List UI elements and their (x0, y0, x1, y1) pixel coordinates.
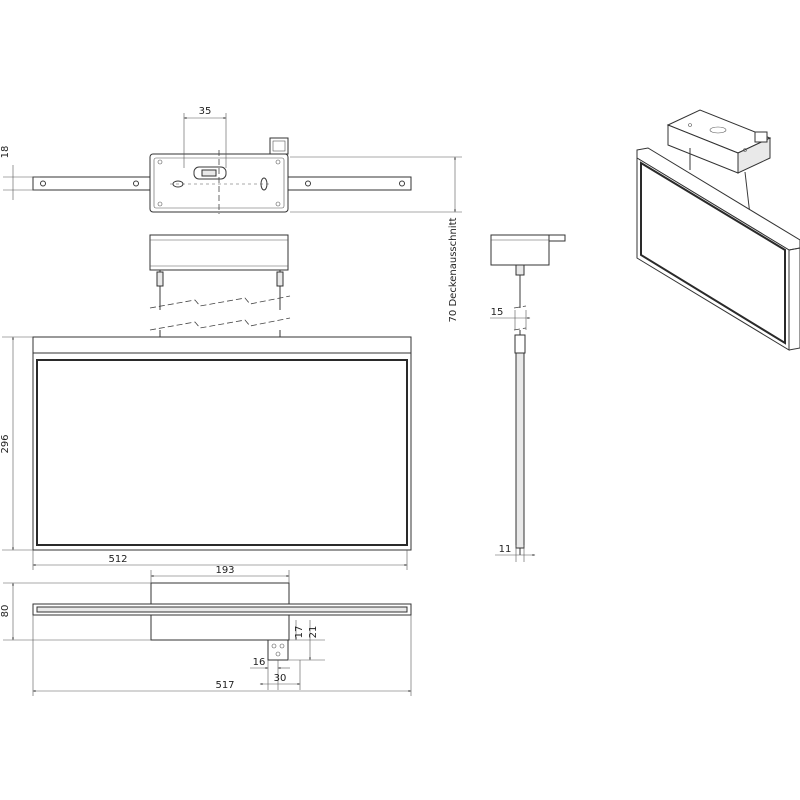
isometric-view (636, 109, 800, 351)
dimension-193: 193 (150, 565, 290, 583)
svg-text:15: 15 (491, 307, 504, 318)
dimension-70-cutout: 70 Deckenausschnitt (290, 156, 462, 322)
panel-inner (36, 359, 408, 546)
svg-text:35: 35 (199, 106, 212, 117)
dimension-80: 80 (0, 582, 151, 641)
svg-text:512: 512 (108, 554, 127, 565)
svg-text:30: 30 (274, 673, 287, 684)
svg-text:70 Deckenausschnitt: 70 Deckenausschnitt (448, 217, 459, 322)
panel-frame (32, 352, 412, 551)
mounting-box-front (149, 234, 289, 271)
connector-terminal (267, 639, 289, 661)
dimension-15: 15 (490, 307, 531, 330)
dimension-18: 18 (0, 146, 40, 200)
box-top-bottomview (150, 582, 290, 608)
side-mounting-box (490, 234, 550, 266)
svg-text:296: 296 (0, 434, 11, 453)
svg-text:517: 517 (215, 680, 234, 691)
dimension-11: 11 (495, 544, 536, 562)
side-panel (515, 352, 525, 549)
dimension-512: 512 (32, 550, 408, 570)
svg-text:11: 11 (499, 544, 512, 555)
top-bar (32, 336, 412, 354)
svg-text:17: 17 (294, 626, 305, 639)
top-view-mounting-plate (32, 137, 412, 214)
svg-text:80: 80 (0, 605, 11, 618)
side-view (490, 234, 566, 555)
dimension-35: 35 (183, 106, 227, 168)
dimension-30: 30 (259, 660, 301, 690)
svg-text:193: 193 (215, 565, 234, 576)
dimension-17-21: 17 21 (289, 620, 325, 661)
box-bottom-bottomview (150, 614, 290, 641)
bottom-view (32, 582, 412, 661)
front-view-suspension (149, 234, 291, 331)
luminaire-front-view (32, 330, 412, 551)
svg-text:21: 21 (308, 626, 319, 639)
svg-text:16: 16 (253, 657, 266, 668)
svg-text:18: 18 (0, 146, 11, 159)
dimension-16: 16 (250, 657, 290, 690)
dimension-296: 296 (0, 336, 33, 551)
dimension-517: 517 (32, 615, 412, 696)
